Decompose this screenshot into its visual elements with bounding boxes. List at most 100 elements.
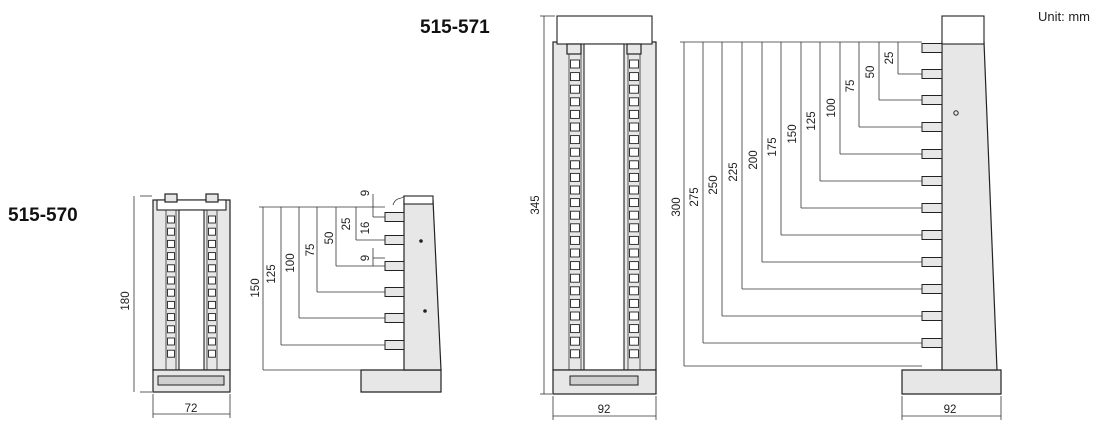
slot [570, 298, 580, 308]
slot [629, 84, 639, 94]
large-step-label-175: 175 [767, 137, 779, 156]
small-step-label-50: 50 [324, 232, 336, 245]
slot [629, 135, 639, 145]
slot [167, 252, 175, 261]
holder-tooth [384, 261, 405, 271]
slot [629, 235, 639, 245]
holder-tooth [921, 203, 943, 213]
slot [167, 349, 175, 358]
slot [629, 261, 639, 271]
small-step-label-100: 100 [285, 253, 297, 272]
slot [167, 264, 175, 273]
large-side-holder-column [921, 43, 943, 348]
model-label-515-571: 515-571 [420, 17, 490, 38]
small-step-label-9-bottom: 9 [360, 255, 372, 261]
slot [629, 286, 639, 296]
slot [570, 311, 580, 321]
slot [629, 109, 639, 119]
large-front-width-label: 92 [598, 404, 611, 416]
holder-tooth [921, 230, 943, 240]
slot [208, 252, 216, 261]
slot [629, 248, 639, 258]
slot [629, 72, 639, 82]
small-height-dimension: 180 [120, 195, 152, 393]
holder-tooth [921, 43, 943, 53]
slot [629, 185, 639, 195]
slot [167, 239, 175, 248]
holder-tooth [921, 176, 943, 186]
slot [629, 59, 639, 69]
slot [629, 298, 639, 308]
slot [167, 325, 175, 334]
slot [570, 72, 580, 82]
small-side-height-label: 150 [250, 278, 262, 297]
large-step-label-75: 75 [845, 80, 857, 93]
slot [167, 337, 175, 346]
slot [208, 227, 216, 236]
slot [629, 172, 639, 182]
slot [570, 135, 580, 145]
large-step-label-200: 200 [748, 150, 760, 169]
holder-tooth [921, 257, 943, 267]
slot [570, 97, 580, 107]
slot [167, 288, 175, 297]
slot [208, 325, 216, 334]
holder-tooth [921, 338, 943, 348]
slot [570, 210, 580, 220]
small-side-holder-column [384, 212, 405, 350]
slot [208, 239, 216, 248]
large-width-dimension: 92 [552, 396, 657, 420]
slot [629, 97, 639, 107]
slot [629, 311, 639, 321]
slot [629, 223, 639, 233]
small-side-view [360, 195, 442, 393]
slot [570, 198, 580, 208]
slot [570, 324, 580, 334]
slot [629, 210, 639, 220]
large-side-width-label: 92 [944, 404, 957, 416]
slot [570, 235, 580, 245]
large-side-height-label: 300 [671, 197, 683, 216]
slot [208, 337, 216, 346]
holder-tooth [921, 122, 943, 132]
slot [208, 313, 216, 322]
slot [167, 276, 175, 285]
slot [629, 273, 639, 283]
slot [570, 59, 580, 69]
slot [167, 313, 175, 322]
holder-tooth [384, 235, 405, 245]
large-step-label-150: 150 [787, 124, 799, 143]
large-step-label-125: 125 [806, 111, 818, 130]
small-step-label-9-top: 9 [360, 190, 372, 196]
slot [629, 147, 639, 157]
large-side-dimensions: 300 275 250 225 200 175 150 125 100 75 5… [671, 41, 922, 367]
slot [570, 147, 580, 157]
slot [629, 122, 639, 132]
small-width-dimension: 72 [152, 394, 231, 418]
large-step-label-50: 50 [865, 66, 877, 79]
holder-tooth [921, 311, 943, 321]
slot [208, 300, 216, 309]
holder-tooth [384, 313, 405, 323]
large-step-label-25: 25 [884, 52, 896, 65]
slot [629, 160, 639, 170]
slot [570, 273, 580, 283]
small-width-label: 72 [185, 403, 198, 415]
large-height-dimension: 345 [530, 15, 555, 395]
slot [570, 160, 580, 170]
slot [570, 109, 580, 119]
slot [629, 324, 639, 334]
slot [629, 198, 639, 208]
slot [570, 122, 580, 132]
slot [570, 336, 580, 346]
small-side-dimensions: 150 125 100 75 50 25 16 9 9 [250, 190, 385, 371]
large-side-width-dimension: 92 [901, 396, 1002, 420]
large-front-view [552, 15, 657, 395]
large-front-slot-column [570, 59, 639, 359]
model-label-515-570: 515-570 [8, 205, 78, 226]
holder-tooth [921, 95, 943, 105]
large-step-label-250: 250 [708, 175, 720, 194]
slot [167, 300, 175, 309]
holder-tooth [921, 69, 943, 79]
holder-tooth [384, 340, 405, 350]
